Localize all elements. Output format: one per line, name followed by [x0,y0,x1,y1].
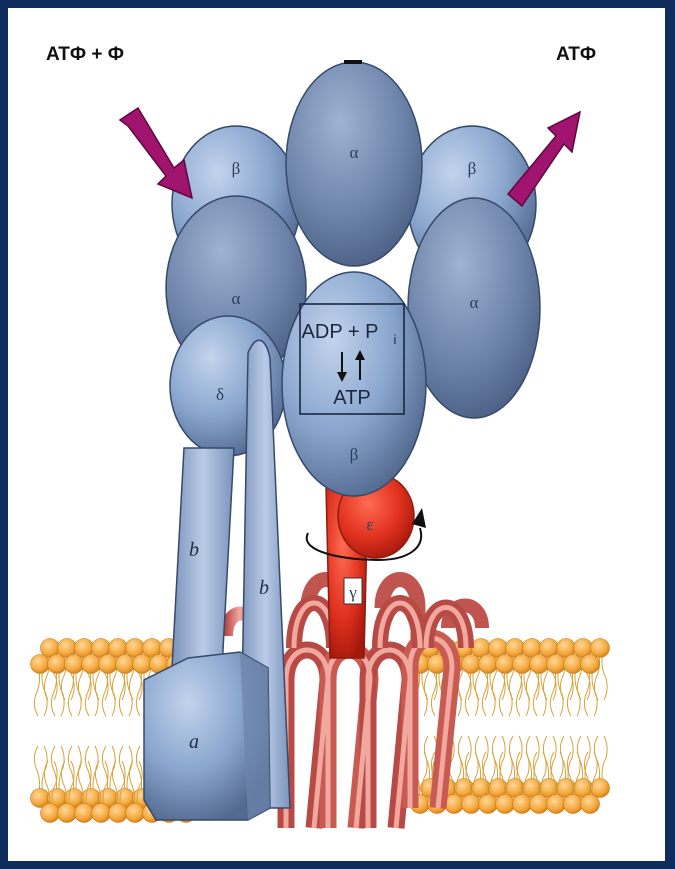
beta-right-label: β [468,159,477,178]
gamma-label: γ [348,583,357,602]
a-label: a [189,731,199,753]
alpha-left-label: α [232,289,241,308]
alpha-top-subunit [286,62,422,266]
output-label: ATФ [556,44,596,65]
reaction-bottom-label: ATP [333,387,370,409]
f1-head: β β α α α δ β ADP + P i ATP [166,60,540,496]
alpha-top-label: α [350,143,359,162]
epsilon-label: ε [366,515,373,534]
beta-left-label: β [232,159,241,178]
b2-label: b [259,577,269,599]
reaction-top-label: ADP + P [302,321,379,343]
b1-label: b [189,539,199,561]
reaction-subscript: i [394,332,397,347]
atp-synthase-diagram: γ ε β β α α α δ β ADP + P i [8,8,665,861]
diagram-canvas: γ ε β β α α α δ β ADP + P i [8,8,665,861]
input-arrow-icon [120,108,192,198]
delta-label: δ [216,385,224,404]
beta-front-label: β [350,445,359,464]
input-label: ATФ + Ф [46,44,124,65]
a-subunit: a [144,652,270,820]
alpha-right-label: α [470,293,479,312]
